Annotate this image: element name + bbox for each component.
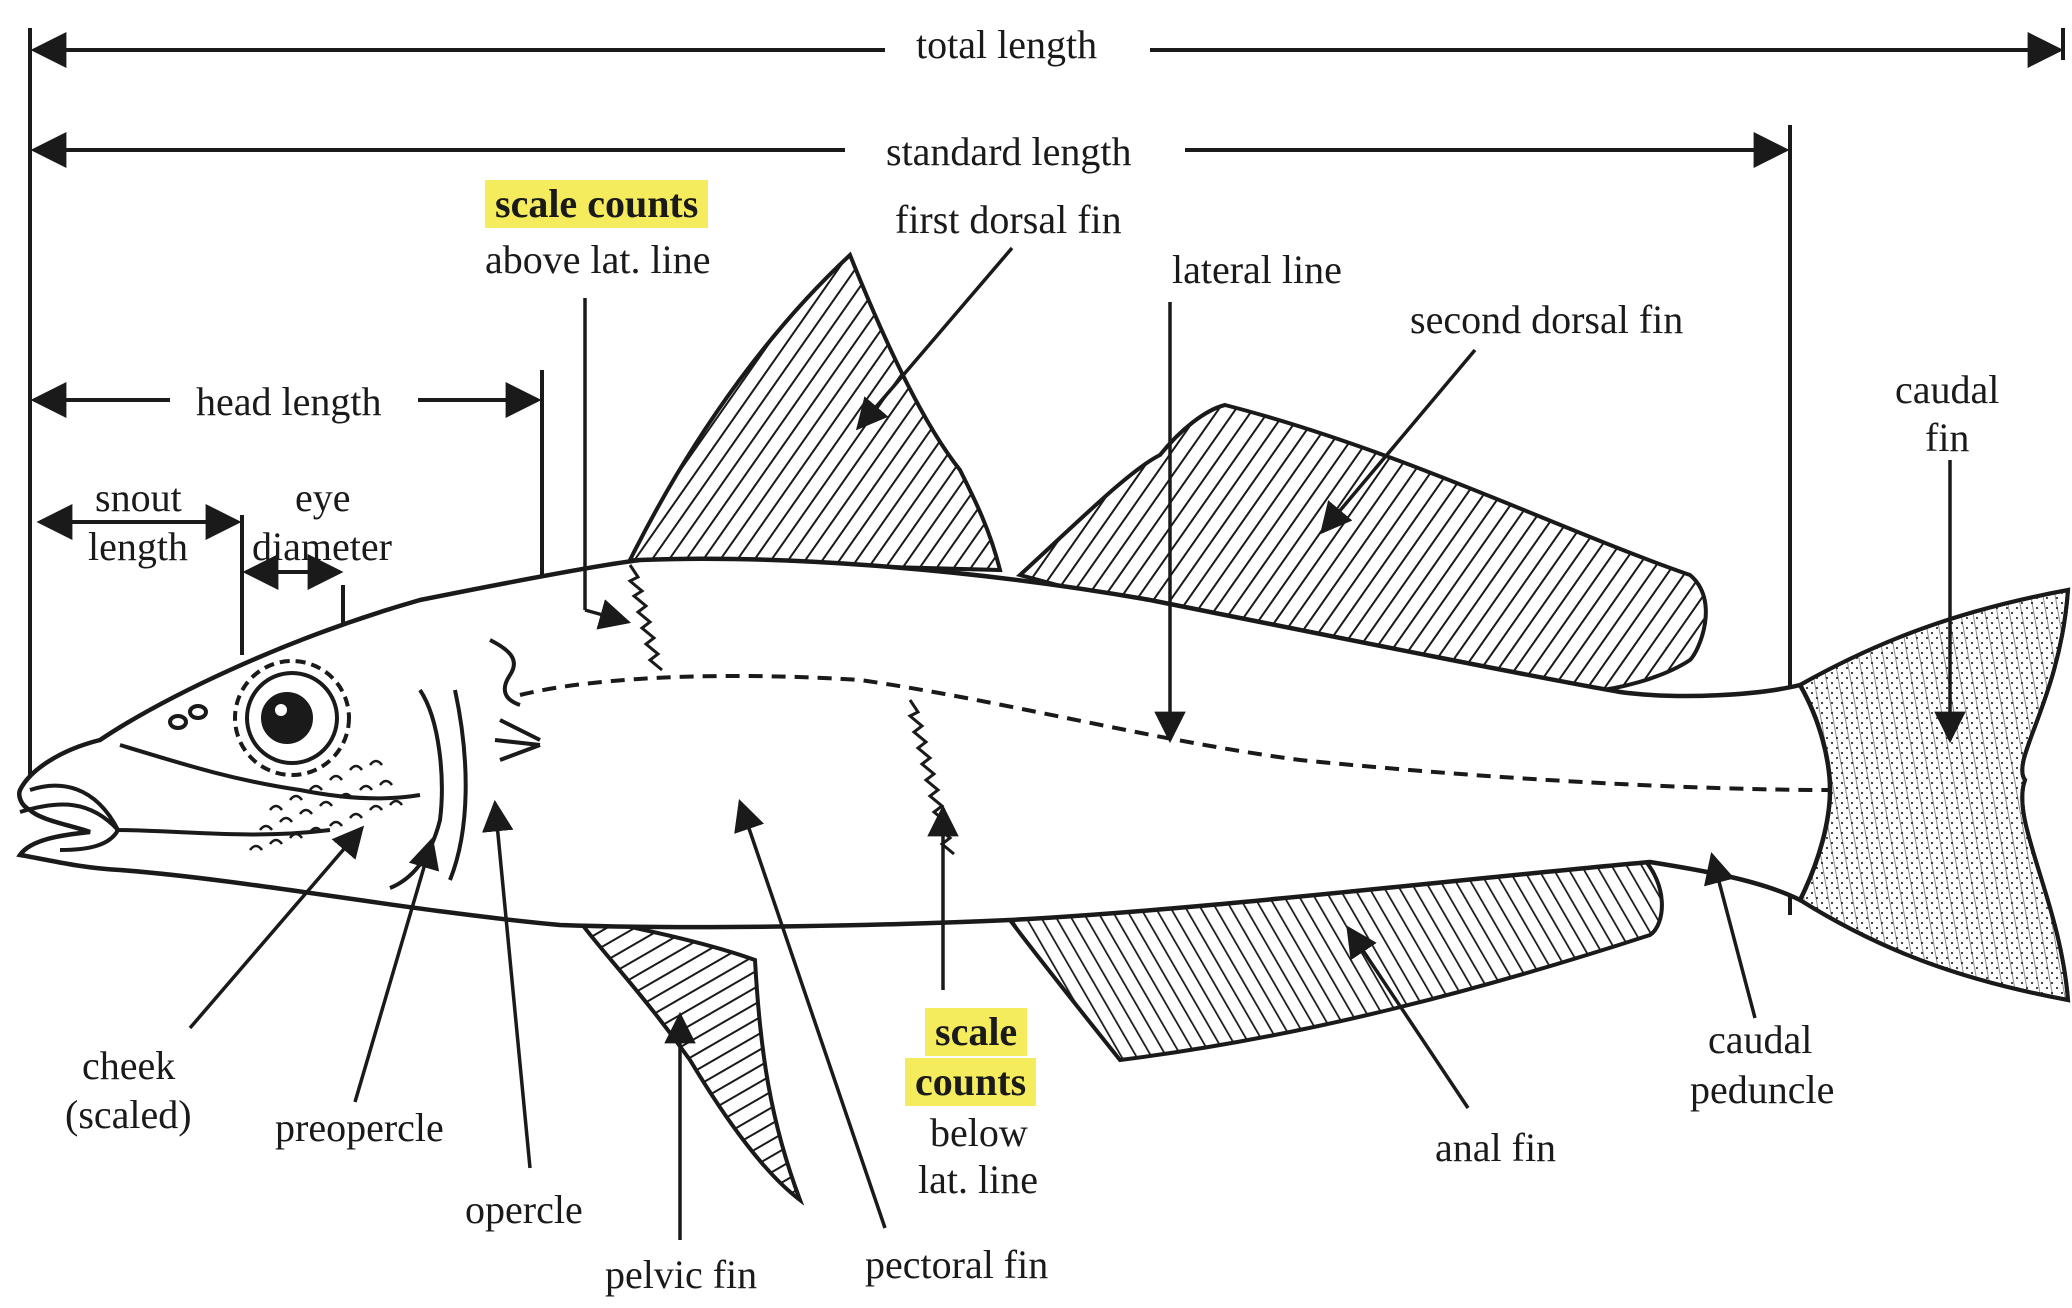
scale-counts-top-label: scale counts bbox=[485, 180, 708, 228]
cheek-label-line2: (scaled) bbox=[65, 1095, 192, 1135]
caudal-fin-label-line1: caudal bbox=[1895, 370, 1999, 410]
above-lat-line-label: above lat. line bbox=[485, 240, 710, 280]
first-dorsal-fin-label: first dorsal fin bbox=[895, 200, 1122, 240]
cheek-label-line1: cheek bbox=[82, 1046, 175, 1086]
lateral-line-label: lateral line bbox=[1172, 250, 1342, 290]
eye-diameter-label-line2: diameter bbox=[252, 527, 392, 567]
first-dorsal-fin bbox=[630, 255, 1000, 570]
opercle-label: opercle bbox=[465, 1190, 583, 1230]
eye-pupil bbox=[263, 694, 311, 742]
below-lat-line-label-line2: lat. line bbox=[918, 1160, 1038, 1200]
second-dorsal-fin-label: second dorsal fin bbox=[1410, 300, 1683, 340]
below-lat-line-label-line1: below bbox=[930, 1113, 1028, 1153]
pelvic-fin-label: pelvic fin bbox=[605, 1255, 757, 1295]
pectoral-fin-label: pectoral fin bbox=[865, 1245, 1048, 1285]
scale-counts-bottom-label-line2: counts bbox=[905, 1058, 1036, 1106]
caudal-peduncle-label-line2: peduncle bbox=[1690, 1070, 1834, 1110]
eye-highlight bbox=[275, 704, 287, 716]
scale-counts-bottom-label-line1: scale bbox=[925, 1008, 1027, 1056]
pelvic-fin bbox=[575, 915, 800, 1200]
anal-fin-label: anal fin bbox=[1435, 1128, 1556, 1168]
total-length-label: total length bbox=[910, 25, 1103, 65]
caudal-fin-rays bbox=[1800, 590, 2068, 1000]
eye-diameter-label-line1: eye bbox=[295, 478, 351, 518]
preopercle-label: preopercle bbox=[275, 1108, 444, 1148]
caudal-peduncle-label-line1: caudal bbox=[1708, 1020, 1812, 1060]
standard-length-label: standard length bbox=[880, 132, 1138, 172]
snout-length-label-line2: length bbox=[88, 527, 188, 567]
head-length-label: head length bbox=[190, 382, 388, 422]
caudal-fin-label-line2: fin bbox=[1925, 418, 1969, 458]
snout-length-label-line1: snout bbox=[95, 478, 182, 518]
